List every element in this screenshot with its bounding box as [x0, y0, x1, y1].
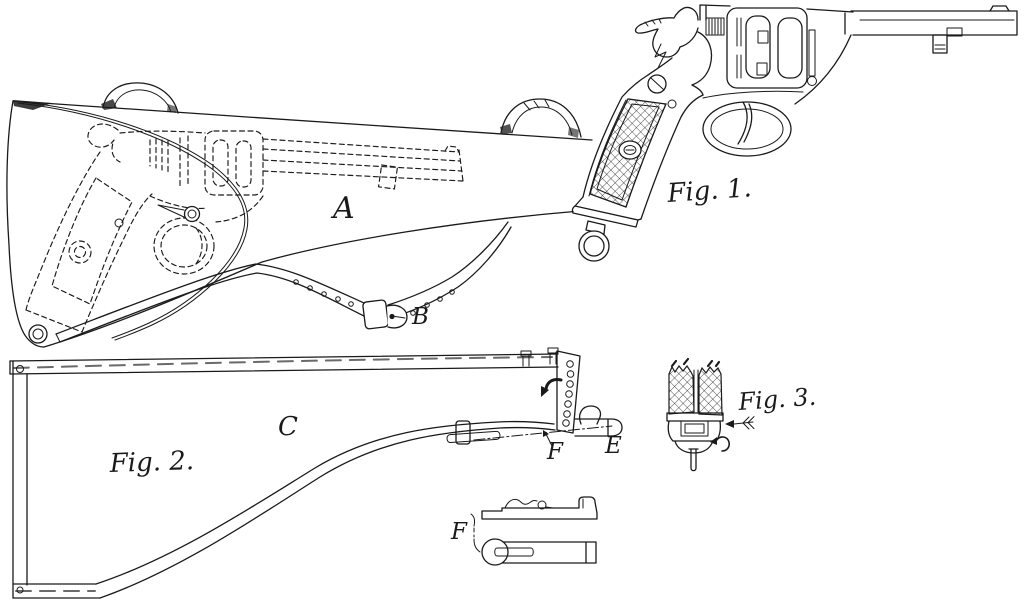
part-label-frame: C — [278, 412, 298, 442]
fig3-grip-butt-drawing — [666, 357, 755, 472]
latch-detail-drawing — [470, 496, 598, 566]
part-label-strap: B — [411, 304, 429, 330]
part-label-latch-detail: F — [450, 519, 468, 545]
fig3-caption: Fig. 3. — [736, 383, 817, 416]
fig2-caption: Fig. 2. — [108, 446, 194, 479]
fig1-revolver-drawing — [571, 4, 1018, 262]
strap-buckle — [362, 299, 408, 330]
fig1-caption: Fig. 1. — [665, 173, 752, 209]
rotation-arrow — [710, 436, 730, 452]
part-label-holster-body: A — [330, 191, 355, 226]
holster-strap — [55, 221, 512, 343]
holster-drawing — [6, 82, 593, 348]
part-label-latch: F — [546, 439, 564, 465]
holster-stud — [157, 204, 201, 223]
pointer-arrow — [725, 416, 755, 430]
part-label-spigot: E — [604, 433, 622, 459]
fig2-stock-frame-drawing — [9, 347, 623, 599]
figure-labels: Fig. 1. A B Fig. 2. C F E Fig. 3. F — [108, 173, 817, 545]
holstered-revolver-dashed — [25, 123, 464, 333]
